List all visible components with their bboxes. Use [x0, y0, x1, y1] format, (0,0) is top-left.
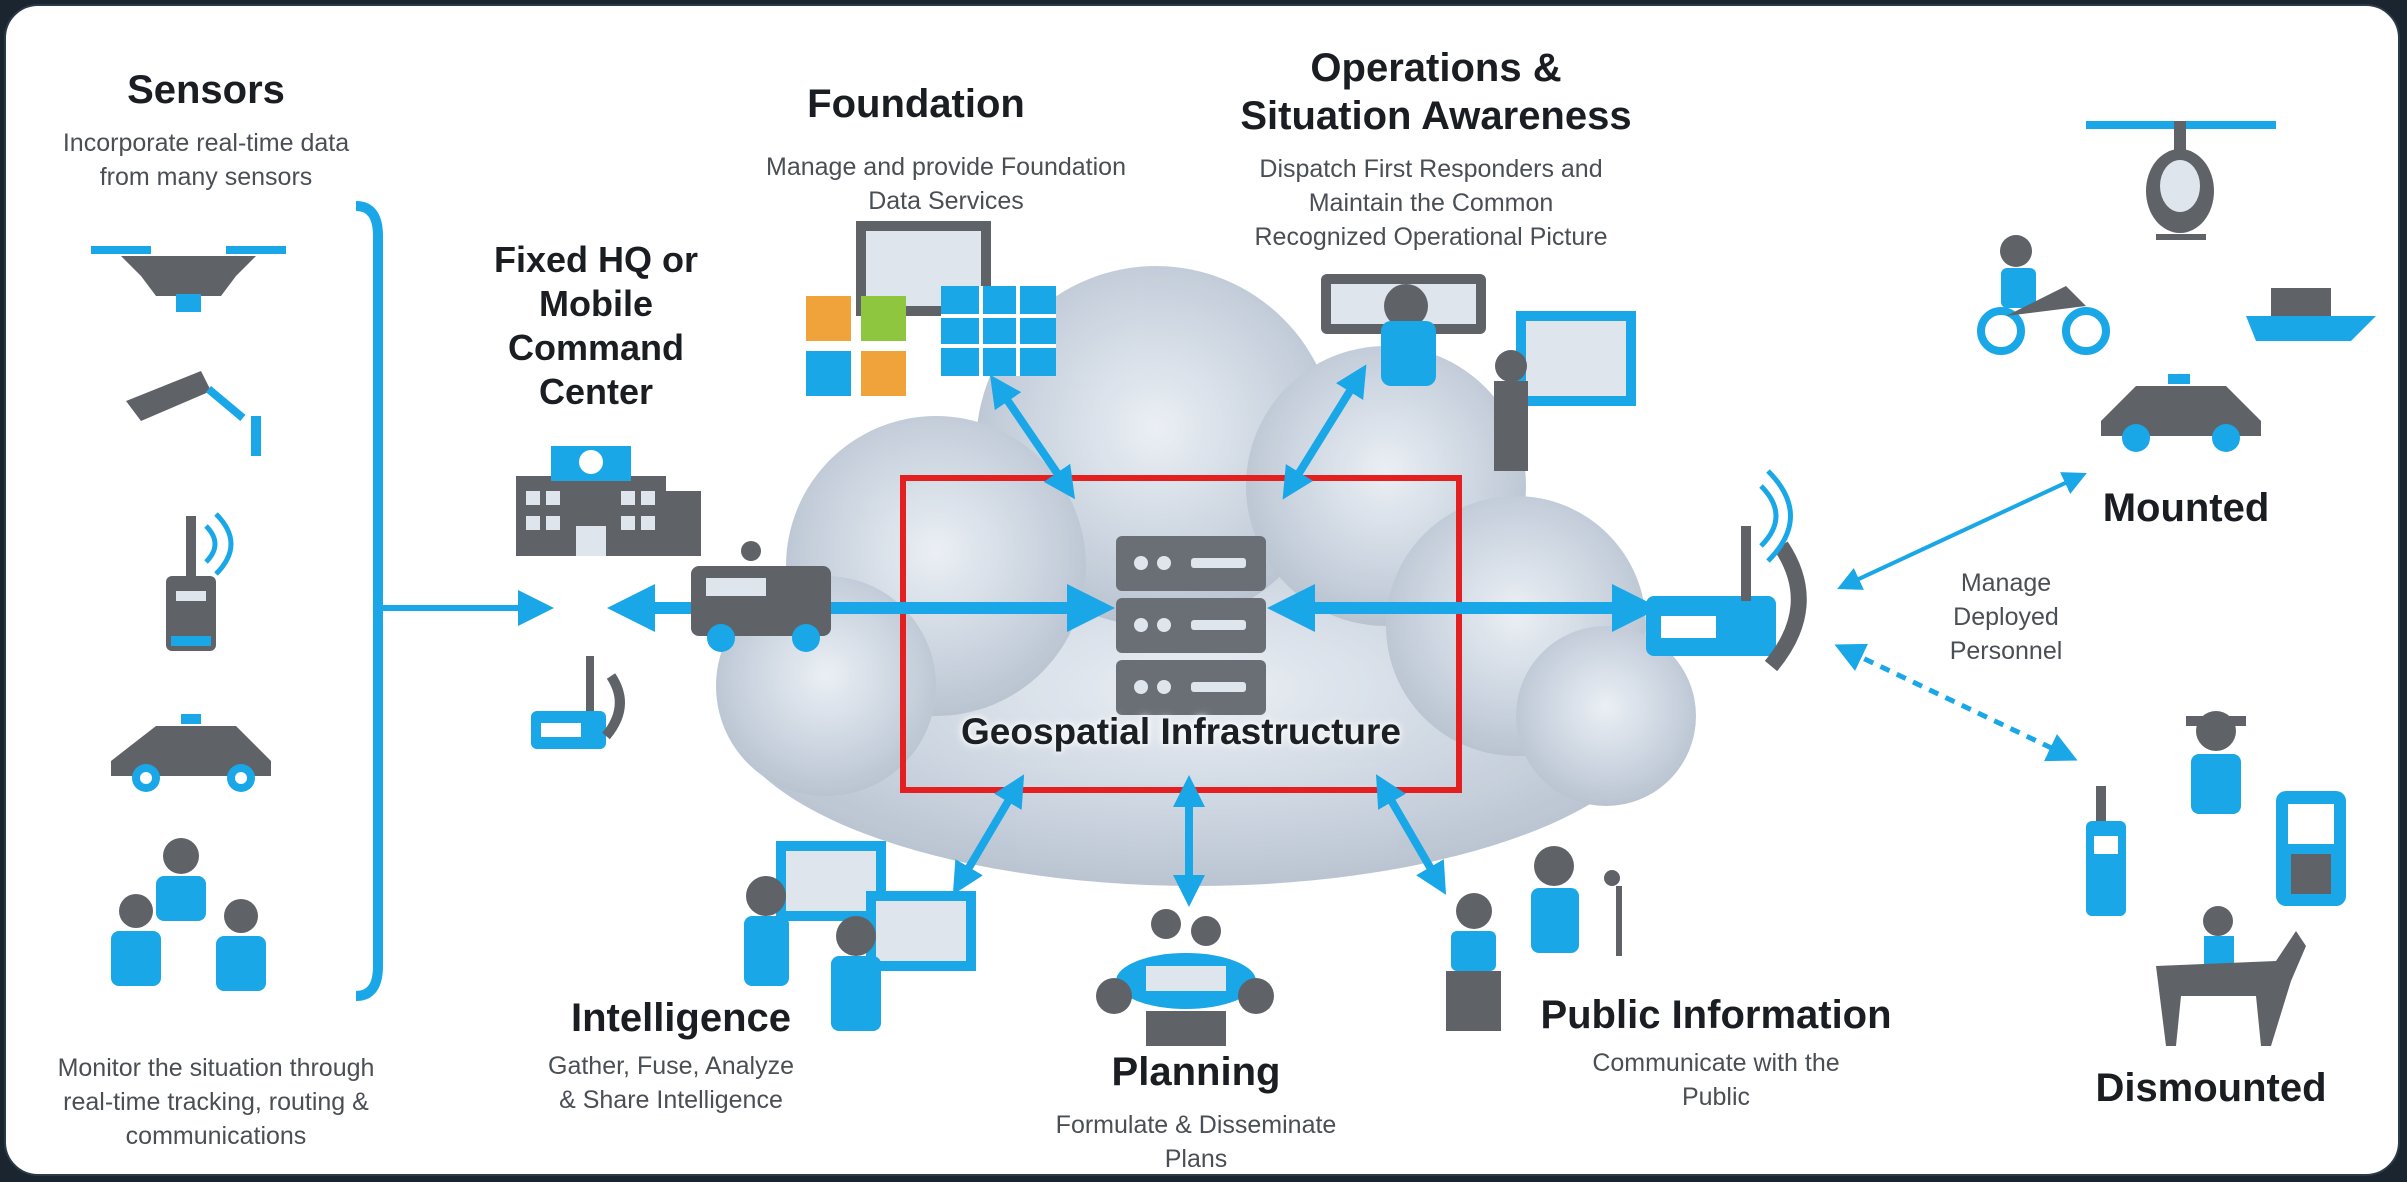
hq-building-icon	[516, 446, 701, 556]
operations-title: Operations & Situation Awareness	[1240, 46, 1632, 138]
planning-title: Planning	[1111, 1050, 1281, 1094]
mounted-car-icon	[2101, 374, 2261, 452]
manage-personnel-label: Manage Deployed Personnel	[1949, 569, 2063, 665]
motorcycle-icon	[1977, 235, 2110, 355]
server-icon	[1116, 536, 1266, 715]
foundation-description: Manage and provide Foundation Data Servi…	[766, 153, 1126, 215]
sensors-footer: Monitor the situation through real-time …	[57, 1054, 375, 1150]
command-center-title: Fixed HQ or Mobile Command Center	[493, 239, 699, 412]
arrow-intelligence	[952, 774, 1025, 895]
arrow-dismounted	[1834, 643, 2078, 762]
sensors-bracket	[355, 201, 383, 1001]
sensors-title: Sensors	[127, 68, 285, 112]
cctv-camera-icon	[126, 371, 261, 456]
dispatcher-icon	[1321, 274, 1486, 386]
arrow-foundation	[989, 374, 1076, 500]
diagram-frame: Geospatial Infrastructure Sensors Incorp…	[4, 4, 2400, 1176]
planning-description: Formulate & Disseminate Plans	[1055, 1111, 1337, 1173]
personnel-group-icon	[111, 838, 266, 991]
intelligence-description: Gather, Fuse, Analyze & Share Intelligen…	[548, 1052, 794, 1114]
map-layers-icon	[806, 221, 1056, 396]
mounted-label: Mounted	[2102, 486, 2270, 530]
public-information-title: Public Information	[1540, 993, 1892, 1037]
foundation-title: Foundation	[807, 82, 1025, 126]
mobile-device-icon	[2276, 791, 2346, 906]
dismounted-label: Dismounted	[2095, 1066, 2327, 1110]
police-car-icon	[111, 714, 271, 792]
operations-description: Dispatch First Responders and Maintain t…	[1254, 155, 1608, 251]
briefing-map-icon	[1494, 311, 1636, 471]
radio-transmitter-icon	[166, 512, 234, 651]
officer-icon	[2186, 711, 2246, 814]
command-van-icon	[691, 541, 831, 652]
dispatch-radio-icon	[1646, 469, 1807, 672]
boat-icon	[2246, 288, 2376, 341]
planning-table-icon	[1096, 909, 1274, 1046]
sensors-description: Incorporate real-time data from many sen…	[62, 129, 350, 191]
spokesperson-icon	[1446, 846, 1622, 1031]
helicopter-icon	[2086, 121, 2276, 240]
hq-radio-icon	[531, 656, 625, 749]
public-information-description: Communicate with the Public	[1592, 1049, 1840, 1111]
mounted-police-horse-icon	[2156, 906, 2306, 1046]
intelligence-title: Intelligence	[570, 996, 792, 1040]
handheld-radio-icon	[2086, 786, 2126, 916]
arrow-mounted	[1837, 472, 2087, 590]
arrow-public	[1375, 774, 1447, 895]
geospatial-infrastructure-label: Geospatial Infrastructure	[960, 711, 1401, 752]
diagram-graphics	[91, 121, 2376, 1046]
drone-icon	[91, 246, 286, 312]
analysts-icon	[744, 841, 976, 1031]
arrow-operations	[1282, 364, 1367, 500]
